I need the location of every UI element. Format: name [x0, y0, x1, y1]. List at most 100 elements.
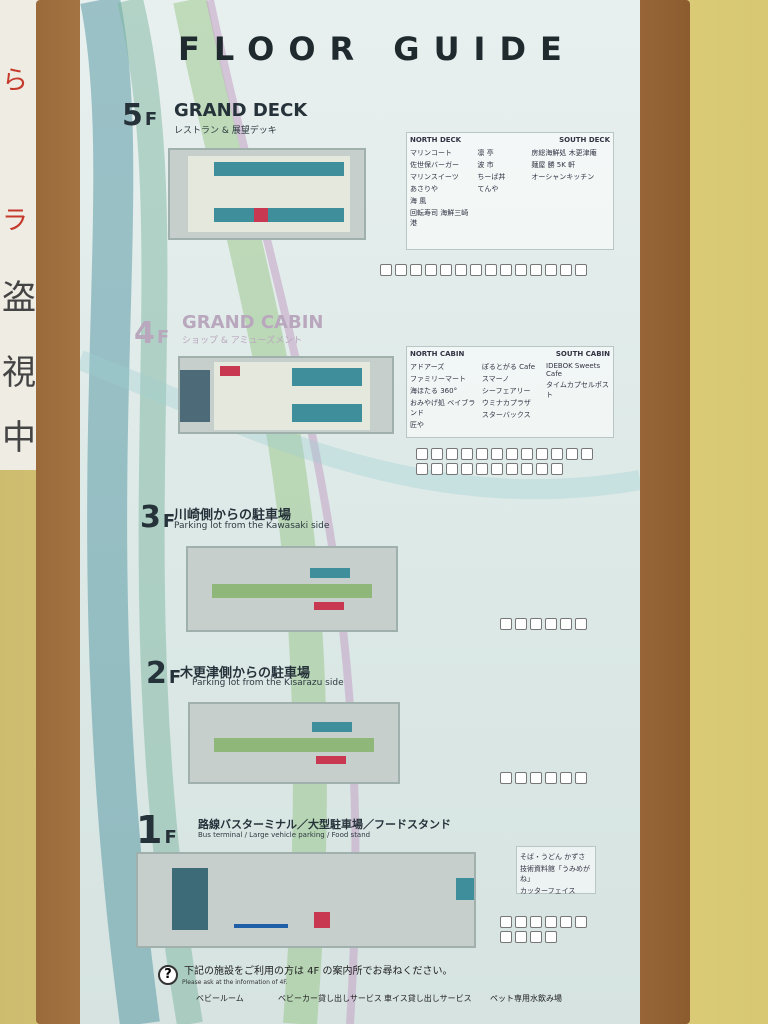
shop-name: てんや [477, 185, 499, 193]
floor-1-plan [136, 852, 476, 948]
shop-name: 房総海鮮処 木更津庵 [531, 149, 597, 157]
facility-icon [485, 264, 497, 276]
facility-icon [566, 448, 578, 460]
shop-name: ファミリーマート [410, 375, 466, 383]
floor-1-sub: Bus terminal / Large vehicle parking / F… [198, 831, 371, 839]
floor-3-plan [186, 546, 398, 632]
shop-name: スマーノ [481, 375, 510, 383]
facility-icon [515, 772, 527, 784]
floor-5-name: GRAND DECK [174, 100, 308, 121]
help-subtext: Please ask at the information of 4F. [182, 979, 288, 986]
shop-name: 佐世保バーガー [410, 161, 459, 169]
facility-icon [500, 772, 512, 784]
floor-2-plan [188, 702, 400, 784]
floor-2-name: 木更津側からの駐車場 [180, 666, 311, 681]
facility-icon [560, 264, 572, 276]
facility-icon [515, 931, 527, 943]
facility-icon [491, 448, 503, 460]
shop-name: オーシャンキッチン [531, 173, 595, 181]
facility-icon [500, 264, 512, 276]
poster-glyph: 盗 [2, 278, 36, 318]
shop-name: あさりや [410, 185, 438, 193]
facility-icon [536, 448, 548, 460]
floor-1-facility-icons [500, 916, 596, 943]
shop-name: カッターフェイス [520, 887, 576, 895]
facility-icon [545, 931, 557, 943]
facility-icon [530, 916, 542, 928]
shop-name: シーフェアリー [481, 387, 531, 395]
facility-icon [575, 772, 587, 784]
facility-icon [575, 916, 587, 928]
floor-3-facility-icons [500, 618, 587, 630]
facility-icon [476, 463, 488, 475]
facility-icon [545, 264, 557, 276]
service-wheelchair: 車イス貸し出しサービス [384, 994, 472, 1003]
poster-glyph: 視 [2, 353, 36, 393]
shop-name: マリンコート [410, 149, 452, 157]
facility-icon [410, 264, 422, 276]
shop-name: 麺屋 勝 5K 軒 [531, 161, 576, 169]
poster-glyph: ら [2, 66, 29, 96]
shop-name: アドアーズ [410, 363, 445, 371]
facility-icon [446, 463, 458, 475]
facility-icon [491, 463, 503, 475]
facility-icon [506, 463, 518, 475]
facility-icon [515, 264, 527, 276]
service-baby-room: ベビールーム [196, 994, 244, 1003]
shop-name: 海 風 [410, 197, 427, 205]
facility-icon [431, 463, 443, 475]
shop-name: ウミナカプラザ [481, 399, 531, 407]
shop-name: スターバックス [481, 411, 531, 419]
shop-name: IDEBOK Sweets Cafe [546, 362, 601, 378]
shop-name: おみやげ処 ベイブランド [410, 399, 476, 417]
shop-name: 技術資料館「うみめがね」 [520, 865, 590, 883]
poster-glyph: 中 [2, 418, 36, 458]
floor-3-name: 川崎側からの駐車場 [174, 508, 292, 523]
service-stroller: ベビーカー貸し出しサービス [278, 994, 382, 1003]
floor-4-facility-icons [416, 448, 606, 475]
shop-name: 匠や [410, 421, 424, 429]
facility-icon [461, 463, 473, 475]
poster-glyph: ラ [2, 206, 29, 236]
facility-icon [416, 463, 428, 475]
facility-icon [500, 618, 512, 630]
facility-icon [515, 618, 527, 630]
shop-name: ぽるとがる Cafe [481, 363, 536, 371]
facility-icon [416, 448, 428, 460]
facility-icon [551, 463, 563, 475]
help-text: 下記の施設をご利用の方は 4F の案内所でお尋ねください。 [184, 966, 453, 977]
facility-icon [521, 463, 533, 475]
shop-name: マリンスイーツ [410, 173, 459, 181]
floor-4-plan [178, 356, 394, 434]
facility-icon [545, 618, 557, 630]
facility-icon [521, 448, 533, 460]
floor-2-sub: Parking lot from the Kisarazu side [192, 678, 344, 688]
facility-icon [455, 264, 467, 276]
facility-icon [560, 618, 572, 630]
floor-5-facility-icons [380, 264, 587, 276]
facility-icon [530, 618, 542, 630]
facility-icon [476, 448, 488, 460]
facility-icon [581, 448, 593, 460]
facility-icon [560, 772, 572, 784]
floor-4-name: GRAND CABIN [182, 312, 324, 333]
facility-icon [440, 264, 452, 276]
south-cabin-heading: SOUTH CABIN [555, 350, 610, 358]
facility-icon [536, 463, 548, 475]
facility-icon [461, 448, 473, 460]
facility-icon [551, 448, 563, 460]
facility-icon [380, 264, 392, 276]
floor-4-directory: NORTH CABIN SOUTH CABIN アドアーズ ファミリーマート 海… [406, 346, 614, 438]
facility-icon [530, 264, 542, 276]
facility-icon [530, 772, 542, 784]
facility-icon [515, 916, 527, 928]
floor-5-sub: レストラン & 展望デッキ [174, 126, 277, 136]
floor-5-directory: NORTH DECK SOUTH DECK マリンコート 佐世保バーガー マリン… [406, 132, 614, 250]
facility-icon [575, 264, 587, 276]
floor-4-sub: ショップ & アミューズメント [182, 336, 303, 346]
shop-name: 凛 亭 [477, 149, 494, 157]
